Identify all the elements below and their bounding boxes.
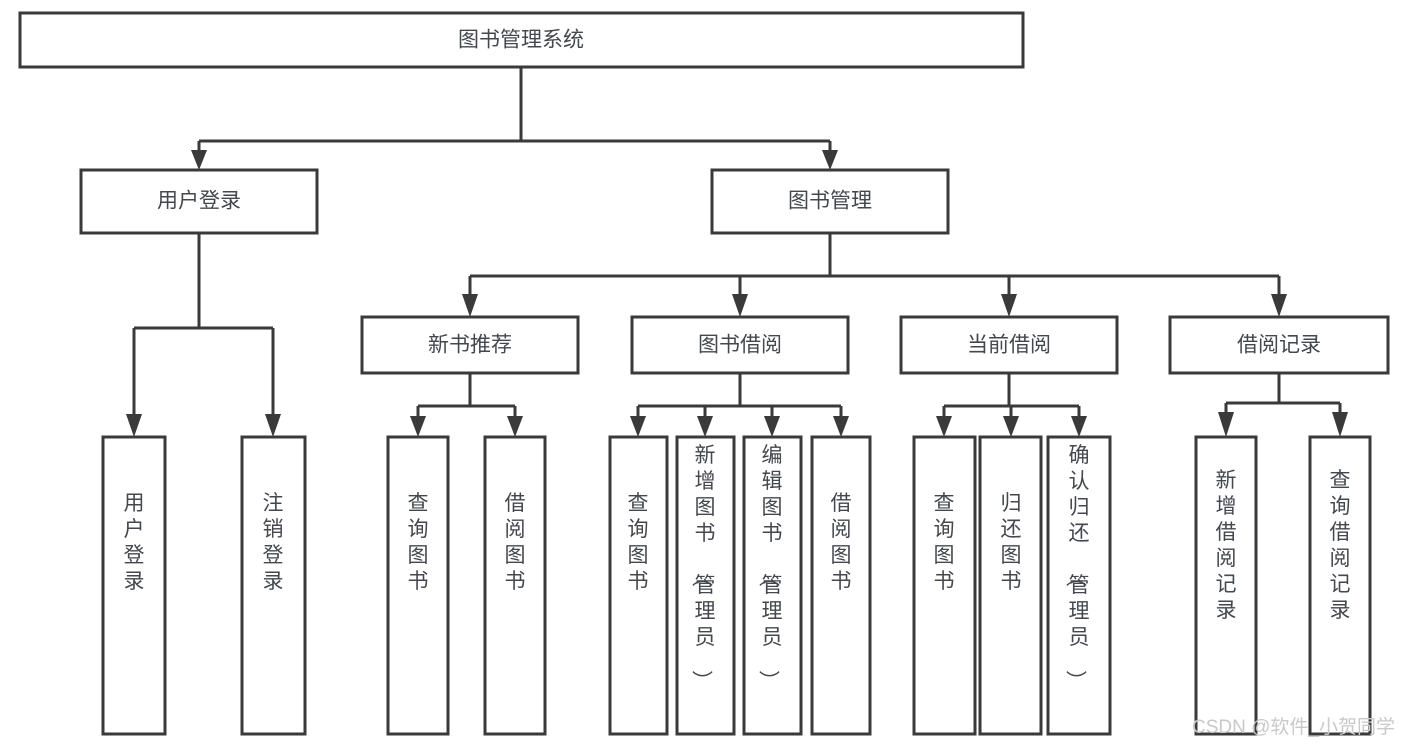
node-current-borrow-label: 当前借阅	[967, 334, 1051, 357]
arrow-head-leaf-query-record	[1332, 412, 1348, 437]
node-leaf-add-record-box[interactable]	[1194, 435, 1258, 736]
arrow-head-leaf-add-book	[697, 416, 713, 437]
arrow-head-user-login	[191, 150, 207, 170]
node-leaf-add-book-box[interactable]	[675, 435, 736, 736]
node-leaf-borrow-book-2-label: 借阅图书	[831, 492, 852, 593]
node-leaf-query-book-2-label: 查询图书	[628, 492, 649, 593]
node-user-login[interactable]: 用户登录	[79, 168, 319, 235]
arrow-head-book-borrow	[732, 294, 748, 317]
node-leaf-query-book-1-label: 查询图书	[408, 492, 429, 593]
node-leaf-borrow-book-1[interactable]: 借阅图书	[483, 435, 547, 736]
node-borrow-record[interactable]: 借阅记录	[1168, 315, 1390, 375]
node-leaf-user-login[interactable]: 用户登录	[101, 435, 167, 736]
node-leaf-query-record-box[interactable]	[1308, 435, 1372, 736]
node-book-manage[interactable]: 图书管理	[710, 168, 950, 235]
node-leaf-edit-book[interactable]: 编辑图书（管理员）	[742, 435, 803, 736]
node-book-borrow[interactable]: 图书借阅	[630, 315, 850, 375]
node-leaf-user-logout-label: 注销登录	[263, 492, 284, 593]
node-book-borrow-box[interactable]	[630, 315, 850, 375]
node-leaf-user-login-label: 用户登录	[124, 492, 145, 593]
arrow-head-leaf-query-book-3	[936, 416, 952, 437]
node-new-book-rec-box[interactable]	[360, 315, 580, 375]
node-current-borrow[interactable]: 当前借阅	[899, 315, 1119, 375]
node-leaf-query-book-2-box[interactable]	[608, 435, 669, 736]
node-leaf-return-book-label: 归还图书	[1001, 492, 1022, 593]
arrow-head-leaf-edit-book	[764, 416, 780, 437]
node-leaf-borrow-book-2[interactable]: 借阅图书	[810, 435, 872, 736]
node-user-login-label: 用户登录	[157, 190, 241, 213]
node-leaf-user-login-box[interactable]	[101, 435, 167, 736]
node-book-manage-label: 图书管理	[788, 190, 872, 213]
node-new-book-rec-label: 新书推荐	[428, 334, 512, 357]
node-leaf-borrow-book-2-box[interactable]	[810, 435, 872, 736]
node-book-borrow-label: 图书借阅	[698, 334, 782, 357]
node-leaf-edit-book-label: 编辑图书（管理员）	[757, 444, 783, 691]
node-leaf-confirm-return-box[interactable]	[1046, 435, 1112, 736]
node-user-login-box[interactable]	[79, 168, 319, 235]
node-borrow-record-box[interactable]	[1168, 315, 1390, 375]
node-leaf-borrow-book-1-box[interactable]	[483, 435, 547, 736]
node-leaf-edit-book-box[interactable]	[742, 435, 803, 736]
node-leaf-query-record[interactable]: 查询借阅记录	[1308, 435, 1372, 736]
node-leaf-return-book-box[interactable]	[978, 435, 1043, 736]
node-book-manage-box[interactable]	[710, 168, 950, 235]
node-leaf-query-book-3-label: 查询图书	[934, 492, 955, 593]
arrow-head-leaf-user-login	[126, 414, 142, 437]
node-leaf-add-record[interactable]: 新增借阅记录	[1194, 435, 1258, 736]
node-leaf-query-book-1[interactable]: 查询图书	[386, 435, 450, 736]
node-leaf-query-book-2[interactable]: 查询图书	[608, 435, 669, 736]
arrow-head-new-book-rec	[462, 294, 478, 317]
arrow-head-leaf-return-book	[1003, 416, 1019, 437]
node-leaf-confirm-return[interactable]: 确认归还（管理员）	[1046, 435, 1112, 736]
node-leaf-add-record-label: 新增借阅记录	[1216, 469, 1237, 622]
connector-layer	[126, 67, 1348, 437]
arrow-head-book-manage	[822, 150, 838, 170]
arrow-head-leaf-query-book-2	[630, 416, 646, 437]
node-current-borrow-box[interactable]	[899, 315, 1119, 375]
arrow-head-leaf-borrow-book-2	[833, 416, 849, 437]
arrow-head-current-borrow	[1001, 294, 1017, 317]
node-root[interactable]: 图书管理系统	[18, 11, 1025, 69]
node-root-box[interactable]	[18, 11, 1025, 69]
node-borrow-record-label: 借阅记录	[1237, 334, 1321, 357]
node-leaf-query-book-3-box[interactable]	[912, 435, 977, 736]
node-leaf-return-book[interactable]: 归还图书	[978, 435, 1043, 736]
csdn-watermark: CSDN @软件_小贺同学	[1192, 716, 1395, 738]
node-leaf-user-logout-box[interactable]	[240, 435, 307, 736]
arrow-head-leaf-add-record	[1218, 412, 1234, 437]
arrow-head-leaf-confirm-return	[1071, 416, 1087, 437]
node-new-book-rec[interactable]: 新书推荐	[360, 315, 580, 375]
node-leaf-borrow-book-1-label: 借阅图书	[505, 492, 526, 593]
arrow-head-borrow-record	[1271, 294, 1287, 317]
node-leaf-query-book-3[interactable]: 查询图书	[912, 435, 977, 736]
node-leaf-user-logout[interactable]: 注销登录	[240, 435, 307, 736]
node-leaf-add-book-label: 新增图书（管理员）	[690, 444, 716, 691]
node-layer: 图书管理系统 用户登录 图书管理 新书推荐 图书借阅 当前	[18, 11, 1390, 736]
arrow-head-leaf-user-logout	[265, 414, 281, 437]
node-leaf-query-book-1-box[interactable]	[386, 435, 450, 736]
arrow-head-leaf-query-book-1	[410, 416, 426, 437]
node-root-label: 图书管理系统	[458, 29, 584, 52]
arrow-head-leaf-borrow-book-1	[507, 416, 523, 437]
node-leaf-confirm-return-label: 确认归还（管理员）	[1064, 444, 1090, 691]
node-leaf-query-record-label: 查询借阅记录	[1330, 469, 1351, 622]
node-leaf-add-book[interactable]: 新增图书（管理员）	[675, 435, 736, 736]
